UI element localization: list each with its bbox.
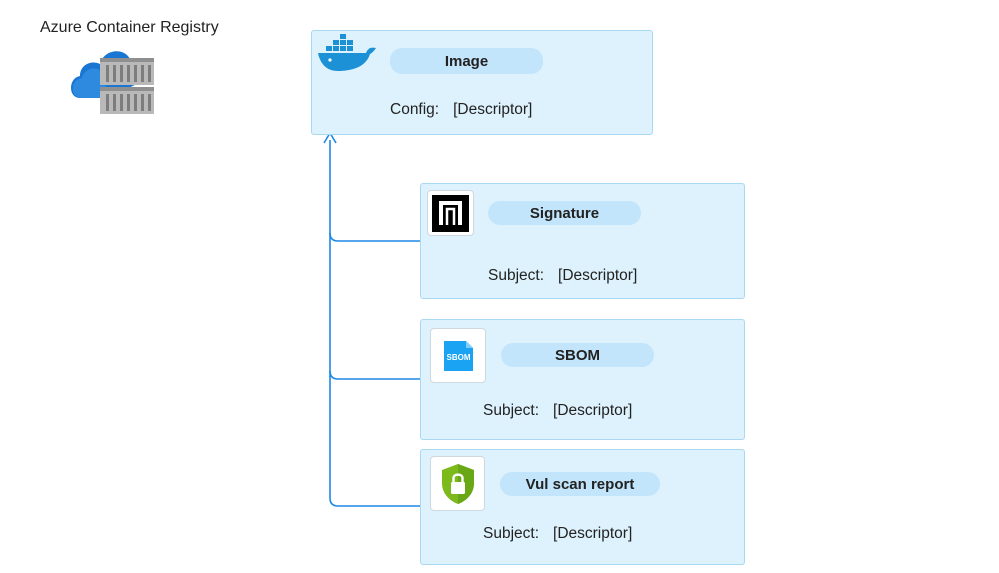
sbom-icon-text: SBOM — [447, 353, 471, 362]
azure-container-registry-icon — [71, 51, 154, 114]
notation-logo-icon — [432, 194, 469, 232]
vul-scan-icon-box — [430, 456, 485, 511]
signature-subject-field: Subject: [Descriptor] — [488, 267, 637, 285]
sbom-card: SBOM SBOM Subject: [Descriptor] — [420, 319, 745, 440]
sbom-field-name: Subject: — [483, 402, 540, 419]
shield-lock-icon — [441, 463, 474, 504]
signature-card: Signature Subject: [Descriptor] — [420, 183, 745, 299]
vul-scan-label: Vul scan report — [500, 472, 660, 496]
sbom-field-value: [Descriptor] — [553, 402, 633, 419]
image-config-field: Config: [Descriptor] — [390, 101, 532, 119]
vul-scan-subject-field: Subject: [Descriptor] — [483, 525, 632, 543]
vul-scan-field-value: [Descriptor] — [553, 525, 633, 542]
vul-scan-card: Vul scan report Subject: [Descriptor] — [420, 449, 745, 565]
image-label: Image — [390, 48, 543, 74]
signature-field-name: Subject: — [488, 267, 545, 284]
config-field-name: Config: — [390, 101, 440, 118]
signature-icon-box — [427, 190, 474, 236]
config-field-value: [Descriptor] — [453, 101, 533, 118]
sbom-subject-field: Subject: [Descriptor] — [483, 402, 632, 420]
signature-label: Signature — [488, 201, 641, 225]
registry-title: Azure Container Registry — [40, 19, 219, 36]
signature-field-value: [Descriptor] — [558, 267, 638, 284]
vul-scan-field-name: Subject: — [483, 525, 540, 542]
sbom-label: SBOM — [501, 343, 654, 367]
sbom-document-icon: SBOM — [444, 340, 473, 371]
image-card: Image Config: [Descriptor] — [311, 30, 653, 135]
docker-whale-icon — [318, 34, 376, 71]
sbom-icon-box: SBOM — [430, 328, 486, 383]
